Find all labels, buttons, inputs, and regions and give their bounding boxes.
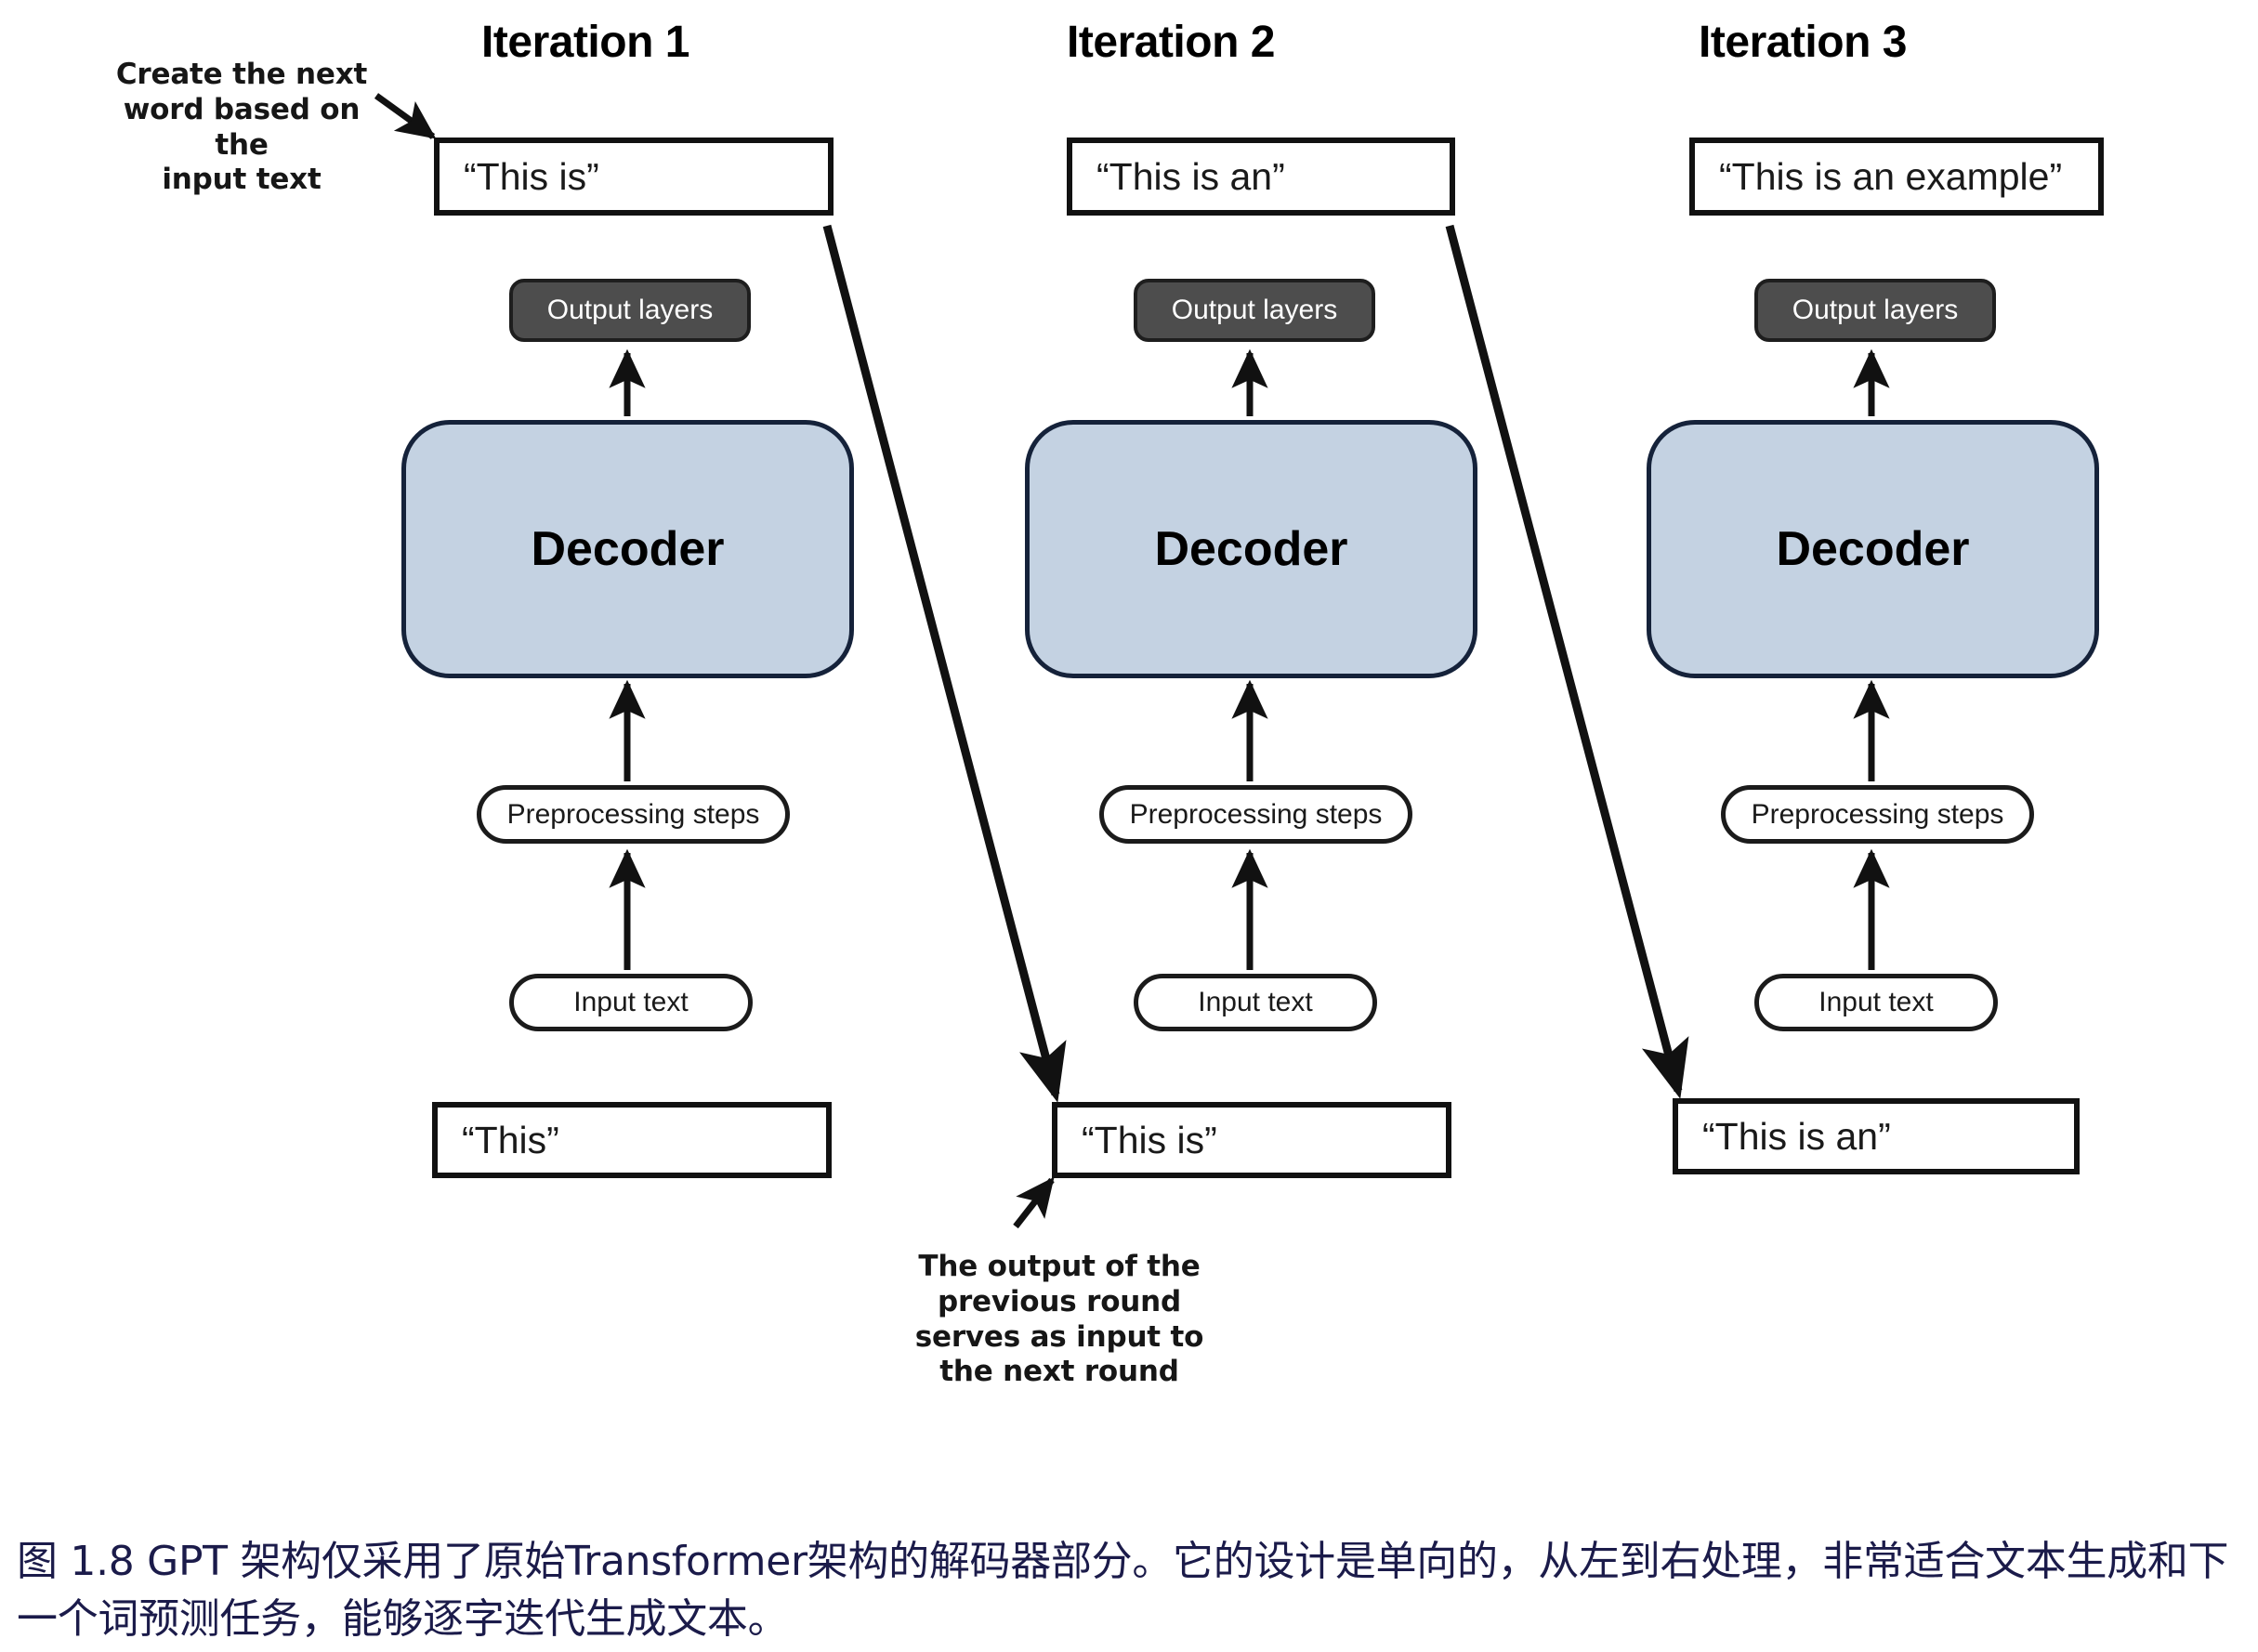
output-layers-box-1: Output layers <box>509 279 751 342</box>
top-output-box-text-1: “This is” <box>464 154 599 198</box>
output-layers-label-3: Output layers <box>1792 295 1959 325</box>
input-text-label-2: Input text <box>1198 987 1313 1017</box>
leader-create-next-word <box>374 93 437 139</box>
output-layers-box-2: Output layers <box>1134 279 1375 342</box>
input-text-label-1: Input text <box>573 987 689 1017</box>
output-layers-label-1: Output layers <box>546 295 714 325</box>
decoder-block-3: Decoder <box>1647 420 2099 678</box>
bottom-input-box-iteration-2: “This is” <box>1052 1102 1451 1178</box>
annotation-output-previous-round: The output of the previous round serves … <box>914 1250 1204 1389</box>
decoder-label-2: Decoder <box>1154 522 1348 576</box>
arrow-iteration2-to-iteration3 <box>1445 224 1689 1099</box>
input-text-box-1: Input text <box>509 974 753 1031</box>
annotation-create-next-word: Create the next word based on the input … <box>115 58 368 197</box>
preprocessing-steps-label-1: Preprocessing steps <box>506 798 760 830</box>
column-title-iteration-1: Iteration 1 <box>481 18 689 67</box>
bottom-input-box-text-1: “This” <box>462 1118 559 1161</box>
top-output-box-iteration-3: “This is an example” <box>1689 138 2104 216</box>
column-title-iteration-3: Iteration 3 <box>1699 18 1907 67</box>
input-text-label-3: Input text <box>1818 987 1934 1017</box>
bottom-input-box-iteration-3: “This is an” <box>1673 1098 2080 1174</box>
top-output-box-text-2: “This is an” <box>1096 154 1285 198</box>
figure-caption: 图 1.8 GPT 架构仅采用了原始Transformer架构的解码器部分。它的… <box>17 1538 2229 1644</box>
bottom-input-box-text-2: “This is” <box>1082 1118 1217 1161</box>
preprocessing-steps-box-1: Preprocessing steps <box>477 785 790 844</box>
input-text-box-3: Input text <box>1754 974 1998 1031</box>
column-title-iteration-2: Iteration 2 <box>1067 18 1275 67</box>
preprocessing-steps-box-2: Preprocessing steps <box>1099 785 1412 844</box>
decoder-label-3: Decoder <box>1776 522 1970 576</box>
bottom-input-box-text-3: “This is an” <box>1702 1114 1891 1158</box>
decoder-block-2: Decoder <box>1025 420 1477 678</box>
top-output-box-iteration-2: “This is an” <box>1067 138 1455 216</box>
bottom-input-box-iteration-1: “This” <box>432 1102 832 1178</box>
decoder-label-1: Decoder <box>531 522 725 576</box>
output-layers-label-2: Output layers <box>1171 295 1338 325</box>
input-text-box-2: Input text <box>1134 974 1377 1031</box>
arrow-iteration1-to-iteration2 <box>822 224 1067 1103</box>
decoder-block-1: Decoder <box>401 420 854 678</box>
top-output-box-iteration-1: “This is” <box>434 138 834 216</box>
top-output-box-text-3: “This is an example” <box>1719 154 2063 198</box>
preprocessing-steps-label-2: Preprocessing steps <box>1129 798 1383 830</box>
preprocessing-steps-box-3: Preprocessing steps <box>1721 785 2034 844</box>
leader-output-previous-round <box>1013 1176 1055 1229</box>
preprocessing-steps-label-3: Preprocessing steps <box>1751 798 2004 830</box>
output-layers-box-3: Output layers <box>1754 279 1996 342</box>
